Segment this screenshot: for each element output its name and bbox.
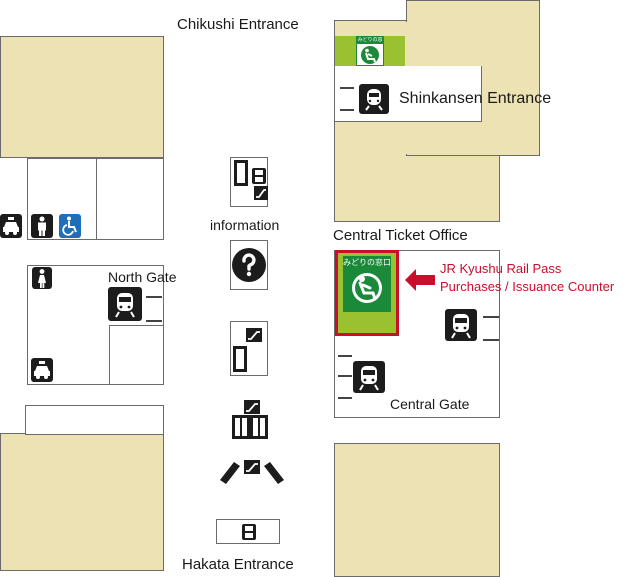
gate-dash <box>483 316 499 318</box>
male-toilet-icon <box>31 214 53 238</box>
ticket-office-icon: みどりの窓口 <box>356 36 384 66</box>
gate-dash <box>340 87 354 89</box>
stairs-icon <box>233 346 247 372</box>
chikushi-entrance-label: Chikushi Entrance <box>177 16 299 33</box>
stairs-icon <box>234 160 248 186</box>
gate-dash <box>340 109 354 111</box>
shinkansen-hall <box>334 66 482 122</box>
building-southeast <box>334 443 500 577</box>
escalator-icon <box>254 186 268 200</box>
ticket-office-sign: みどりの窓口 <box>343 256 391 312</box>
rail-pass-callout-line1: JR Kyushu Rail Pass <box>440 261 562 276</box>
question-icon <box>232 248 266 282</box>
shinkansen-entrance-label: Shinkansen Entrance <box>399 90 552 107</box>
building-southwest <box>0 433 164 571</box>
gate-dash <box>338 355 352 357</box>
rail-pass-callout-line2: Purchases / Issuance Counter <box>440 279 615 294</box>
hakata-entrance-label: Hakata Entrance <box>182 556 294 573</box>
building-northwest <box>0 36 164 158</box>
central-gate-label: Central Gate <box>390 396 470 412</box>
elevator-icon <box>232 415 268 439</box>
train-icon <box>108 287 142 321</box>
north-gate-inner <box>109 325 164 385</box>
locker-icon <box>252 168 266 184</box>
gate-dash <box>338 375 352 377</box>
north-gate-label: North Gate <box>108 269 177 285</box>
escalator-left-icon <box>220 462 240 484</box>
escalator-right-icon <box>264 462 284 484</box>
train-icon <box>353 361 385 393</box>
train-icon <box>445 309 477 341</box>
escalator-icon <box>246 328 262 342</box>
wheelchair-icon <box>59 214 81 238</box>
escalator-icon <box>244 400 260 414</box>
information-label: information <box>210 217 280 233</box>
female-toilet-icon <box>32 267 52 289</box>
escalator-icon <box>244 460 260 474</box>
central-ticket-office-label: Central Ticket Office <box>333 227 468 244</box>
ticket-office-large-label: みどりの窓口 <box>343 258 391 267</box>
red-arrow-icon <box>405 269 435 291</box>
gate-dash <box>483 339 499 341</box>
rail-pass-counter[interactable]: みどりの窓口 <box>335 250 399 336</box>
train-icon <box>359 84 389 114</box>
gate-dash <box>146 320 162 322</box>
locker-icon <box>242 524 256 540</box>
gate-dash <box>338 397 352 399</box>
room-southwest-top <box>25 405 164 435</box>
gate-dash <box>146 296 162 298</box>
taxi-icon <box>31 358 53 382</box>
ticket-office-small-label: みどりの窓口 <box>357 37 383 44</box>
room-northwest-right <box>96 158 164 240</box>
taxi-icon <box>0 214 22 238</box>
